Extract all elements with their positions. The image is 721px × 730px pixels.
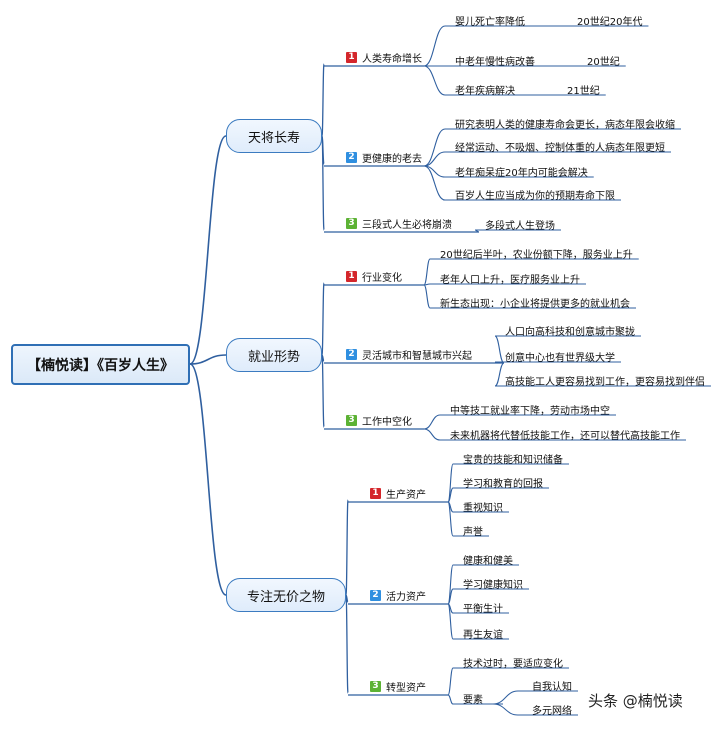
connector-line <box>492 690 519 705</box>
subtopic-1-3[interactable]: 3 三段式人生必将崩溃 <box>346 216 452 231</box>
leaf-item[interactable]: 人口向高科技和创意城市聚拢 <box>505 327 635 338</box>
connector-line <box>321 63 325 137</box>
leaf-item[interactable]: 学习和教育的回报 <box>463 479 543 490</box>
subtopic-1-1[interactable]: 1 人类寿命增长 <box>346 50 422 65</box>
topic-node-1[interactable]: 天将长寿 <box>226 119 322 153</box>
leaf-item[interactable]: 婴儿死亡率降低 <box>455 17 525 28</box>
number-badge: 2 <box>346 152 357 163</box>
subtopic-label: 活力资产 <box>386 592 426 603</box>
connector-line <box>423 128 446 167</box>
leaf-item[interactable]: 百岁人生应当成为你的预期寿命下限 <box>455 191 615 202</box>
leaf-note: 21世纪 <box>567 86 600 97</box>
connector-line <box>447 501 454 537</box>
root-node[interactable]: 【楠悦读】《百岁人生》 <box>11 344 190 385</box>
connector-line <box>447 588 454 605</box>
topic-node-3[interactable]: 专注无价之物 <box>226 578 346 612</box>
topic-label: 天将长寿 <box>247 130 300 146</box>
leaf-item[interactable]: 老年疾病解决 <box>455 86 515 97</box>
topic-node-2[interactable]: 就业形势 <box>226 338 322 372</box>
leaf-item[interactable]: 重视知识 <box>463 503 503 514</box>
subtopic-label: 三段式人生必将崩溃 <box>362 220 452 231</box>
subtopic-3-3[interactable]: 3 转型资产 <box>370 679 426 694</box>
connector-line <box>321 282 325 356</box>
leaf-note: 20世纪20年代 <box>577 17 643 28</box>
subtopic-label: 生产资产 <box>386 490 426 501</box>
subtopic-3-1[interactable]: 1 生产资产 <box>370 486 426 501</box>
topic-label: 就业形势 <box>247 349 300 365</box>
leaf-item[interactable]: 未来机器将代替低技能工作，还可以替代高技能工作 <box>450 431 680 442</box>
leaf-item[interactable]: 技术过时，要适应变化 <box>463 659 563 670</box>
leaf-item[interactable]: 中等技工就业率下降，劳动市场中空 <box>450 406 610 417</box>
leaf-item[interactable]: 中老年慢性病改善 <box>455 57 535 68</box>
watermark: 头条 @楠悦读 <box>588 692 683 710</box>
leaf-item[interactable]: 创意中心也有世界级大学 <box>505 353 615 364</box>
number-badge: 3 <box>346 218 357 229</box>
number-badge: 3 <box>346 415 357 426</box>
subtopic-label: 灵活城市和智慧城市兴起 <box>362 351 472 362</box>
leaf-item[interactable]: 宝贵的技能和知识储备 <box>463 455 563 466</box>
number-badge: 2 <box>370 590 381 601</box>
connector-line <box>423 25 446 67</box>
connector-line <box>423 65 446 96</box>
connector-line <box>492 703 519 716</box>
connector-line <box>345 499 349 596</box>
connector-line <box>321 135 325 231</box>
leaf-note: 20世纪 <box>587 57 620 68</box>
leaf-item[interactable]: 研究表明人类的健康寿命会更长，病态年限会收缩 <box>455 120 675 131</box>
number-badge: 1 <box>346 52 357 63</box>
leaf-item[interactable]: 要素 <box>463 695 483 706</box>
leaf-item[interactable]: 声誉 <box>463 527 483 538</box>
subtopic-2-2[interactable]: 2 灵活城市和智慧城市兴起 <box>346 347 472 362</box>
root-label: 【楠悦读】《百岁人生》 <box>27 357 174 374</box>
connector-line <box>423 428 441 441</box>
connector-line <box>447 694 454 705</box>
leaf-item[interactable]: 再生友谊 <box>463 630 503 641</box>
connector-line <box>423 258 431 286</box>
leaf-child[interactable]: 自我认知 <box>532 682 572 693</box>
leaf-item[interactable]: 老年痴呆症20年内可能会解决 <box>455 168 588 179</box>
leaf-item[interactable]: 高技能工人更容易找到工作，更容易找到伴侣 <box>505 377 705 388</box>
connector-line <box>447 487 454 503</box>
connector-line <box>447 667 454 696</box>
connector-line <box>423 165 446 201</box>
leaf-item[interactable]: 学习健康知识 <box>463 580 523 591</box>
subtopic-label: 工作中空化 <box>362 417 412 428</box>
leaf-child[interactable]: 多元网络 <box>532 706 572 717</box>
connector-line <box>423 414 441 430</box>
subtopic-3-2[interactable]: 2 活力资产 <box>370 588 426 603</box>
leaf-item[interactable]: 经常运动、不吸烟、控制体重的人病态年限更短 <box>455 143 665 154</box>
connector-line <box>321 354 325 428</box>
connector-line <box>189 354 227 365</box>
connector-line <box>494 362 505 387</box>
subtopic-1-2[interactable]: 2 更健康的老去 <box>346 150 422 165</box>
leaf-item[interactable]: 多段式人生登场 <box>485 221 555 232</box>
leaf-item[interactable]: 老年人口上升，医疗服务业上升 <box>440 275 580 286</box>
subtopic-label: 人类寿命增长 <box>362 54 422 65</box>
number-badge: 2 <box>346 349 357 360</box>
connector-line <box>189 135 227 365</box>
number-badge: 1 <box>370 488 381 499</box>
leaf-item[interactable]: 健康和健美 <box>463 556 513 567</box>
connector-line <box>345 594 349 694</box>
connector-line <box>494 335 505 364</box>
subtopic-label: 行业变化 <box>362 273 402 284</box>
number-badge: 3 <box>370 681 381 692</box>
topic-label: 专注无价之物 <box>246 589 325 605</box>
connector-line <box>423 151 446 167</box>
subtopic-label: 更健康的老去 <box>362 154 422 165</box>
subtopic-2-3[interactable]: 3 工作中空化 <box>346 413 412 428</box>
leaf-item[interactable]: 20世纪后半叶，农业份额下降，服务业上升 <box>440 250 633 261</box>
number-badge: 1 <box>346 271 357 282</box>
subtopic-label: 转型资产 <box>386 683 426 694</box>
connector-line <box>189 363 227 596</box>
subtopic-2-1[interactable]: 1 行业变化 <box>346 269 402 284</box>
leaf-item[interactable]: 新生态出现：小企业将提供更多的就业机会 <box>440 299 630 310</box>
leaf-item[interactable]: 平衡生计 <box>463 604 503 615</box>
connector-line <box>447 603 454 640</box>
connector-line <box>423 284 431 309</box>
